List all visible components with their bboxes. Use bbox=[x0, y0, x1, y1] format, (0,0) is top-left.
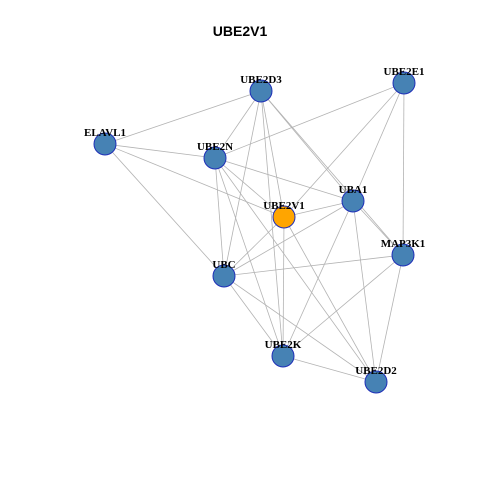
edge-ube2v1-ube2d2 bbox=[283, 216, 377, 383]
edge-ube2d3-ube2k bbox=[260, 90, 284, 357]
node-ube2d3: UBE2D3 bbox=[240, 74, 282, 103]
edge-map3k1-ube2k bbox=[282, 254, 404, 357]
node-circle bbox=[341, 189, 365, 213]
edge-ube2d3-ube2v1 bbox=[260, 90, 285, 218]
node-label: MAP3K1 bbox=[381, 238, 426, 250]
node-ube2v1: UBE2V1 bbox=[263, 200, 305, 229]
edge-uba1-ube2k bbox=[282, 200, 354, 357]
node-ube2e1: UBE2E1 bbox=[384, 66, 425, 95]
edge-map3k1-ubc bbox=[223, 254, 404, 277]
node-circle bbox=[391, 243, 415, 267]
node-label: UBE2N bbox=[197, 141, 233, 153]
node-label: UBC bbox=[212, 259, 235, 271]
edge-ube2n-ube2k bbox=[214, 157, 284, 357]
node-ube2n: UBE2N bbox=[197, 141, 233, 170]
node-circle bbox=[271, 344, 295, 368]
node-label: UBA1 bbox=[339, 184, 368, 196]
edge-ube2v1-ubc bbox=[223, 216, 285, 277]
node-uba1: UBA1 bbox=[339, 184, 368, 213]
node-circle bbox=[272, 205, 296, 229]
node-circle bbox=[364, 370, 388, 394]
edge-ubc-ube2k bbox=[223, 275, 284, 357]
node-circle bbox=[212, 264, 236, 288]
edge-uba1-ube2d2 bbox=[352, 200, 377, 383]
edge-elavl1-ube2d3 bbox=[104, 90, 262, 145]
edge-ube2e1-ube2v1 bbox=[283, 82, 405, 218]
node-label: UBE2E1 bbox=[384, 66, 425, 78]
edge-uba1-map3k1 bbox=[352, 200, 404, 256]
edge-ube2e1-ube2n bbox=[214, 82, 405, 159]
node-label: UBE2K bbox=[265, 339, 302, 351]
node-circle bbox=[249, 79, 273, 103]
edge-elavl1-ube2n bbox=[104, 143, 216, 159]
edge-elavl1-ubc bbox=[104, 143, 225, 277]
edge-ube2n-uba1 bbox=[214, 157, 354, 202]
edge-ube2v1-uba1 bbox=[283, 200, 354, 218]
graph-title: UBE2V1 bbox=[213, 23, 268, 39]
node-ubc: UBC bbox=[212, 259, 236, 288]
edge-ube2e1-map3k1 bbox=[402, 82, 405, 256]
node-elavl1: ELAVL1 bbox=[84, 127, 126, 156]
edge-ube2d3-ube2n bbox=[214, 90, 262, 159]
node-map3k1: MAP3K1 bbox=[381, 238, 426, 267]
edge-uba1-ubc bbox=[223, 200, 354, 277]
node-label: UBE2V1 bbox=[263, 200, 305, 212]
node-circle bbox=[392, 71, 416, 95]
edge-ube2n-ubc bbox=[214, 157, 225, 277]
node-ube2k: UBE2K bbox=[265, 339, 302, 368]
edge-ube2d3-uba1 bbox=[260, 90, 354, 202]
edge-ube2k-ube2d2 bbox=[282, 355, 377, 383]
edge-ube2e1-uba1 bbox=[352, 82, 405, 202]
edge-ube2v1-ube2k bbox=[282, 216, 285, 357]
node-ube2d2: UBE2D2 bbox=[355, 365, 397, 394]
edge-ube2d3-map3k1 bbox=[260, 90, 404, 256]
node-label: ELAVL1 bbox=[84, 127, 126, 139]
node-label: UBE2D3 bbox=[240, 74, 282, 86]
node-label: UBE2D2 bbox=[355, 365, 397, 377]
node-circle bbox=[203, 146, 227, 170]
edge-map3k1-ube2d2 bbox=[375, 254, 404, 383]
edge-ube2n-ube2v1 bbox=[214, 157, 285, 218]
edge-layer bbox=[104, 82, 405, 383]
edge-ube2n-ube2d2 bbox=[214, 157, 377, 383]
edge-ubc-ube2d2 bbox=[223, 275, 377, 383]
node-circle bbox=[93, 132, 117, 156]
edge-ube2d3-ubc bbox=[223, 90, 262, 277]
edge-elavl1-ube2v1 bbox=[104, 143, 285, 218]
